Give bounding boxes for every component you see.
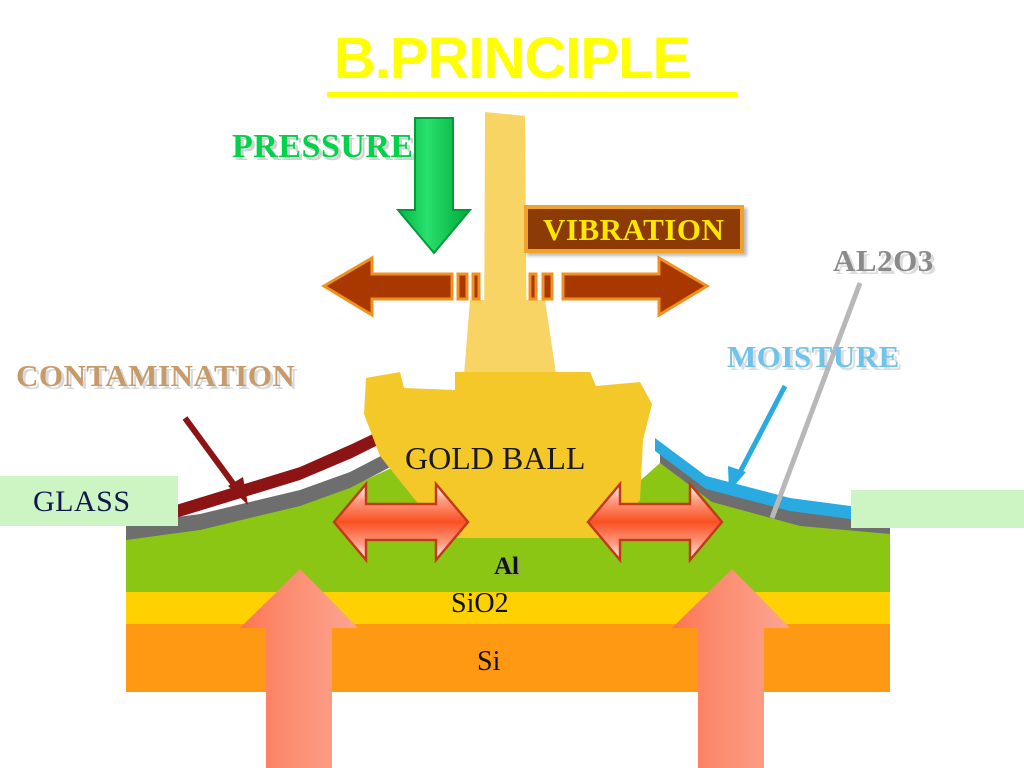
moisture-pointer-arrow: [728, 384, 788, 492]
label-al2o3: AL2O3: [833, 243, 934, 278]
gold-wire: [462, 112, 560, 400]
layer-contamination: [176, 421, 400, 518]
title-underline: [327, 92, 737, 97]
label-pressure: PRESSURE: [232, 128, 414, 165]
label-moisture: MOISTURE: [727, 339, 900, 374]
glass-band-left: [0, 476, 178, 526]
label-si: Si: [477, 646, 501, 677]
contamination-pointer-arrow: [182, 416, 248, 505]
uplift-arrow-right: [672, 569, 790, 768]
al2o3-pointer-line: [769, 282, 863, 519]
glass-band-right: [851, 490, 1024, 528]
pressure-arrow: [395, 117, 473, 255]
label-vibration: VIBRATION: [543, 212, 725, 247]
vibration-arrow-right: [528, 255, 710, 318]
vibration-arrow-left: [321, 255, 481, 318]
layer-si: [126, 624, 890, 692]
uplift-arrow-left: [240, 569, 358, 768]
spread-arrow-right: [586, 480, 724, 564]
label-al: Al: [494, 553, 519, 580]
spread-arrow-left: [332, 480, 470, 564]
layer-moisture: [655, 438, 858, 520]
page-title: B.PRINCIPLE: [333, 26, 691, 91]
label-contamination: CONTAMINATION: [16, 358, 296, 393]
label-gold-ball: GOLD BALL: [405, 440, 586, 476]
label-sio2: SiO2: [451, 588, 509, 619]
vibration-label-box: [524, 205, 744, 253]
label-glass: GLASS: [33, 485, 131, 518]
